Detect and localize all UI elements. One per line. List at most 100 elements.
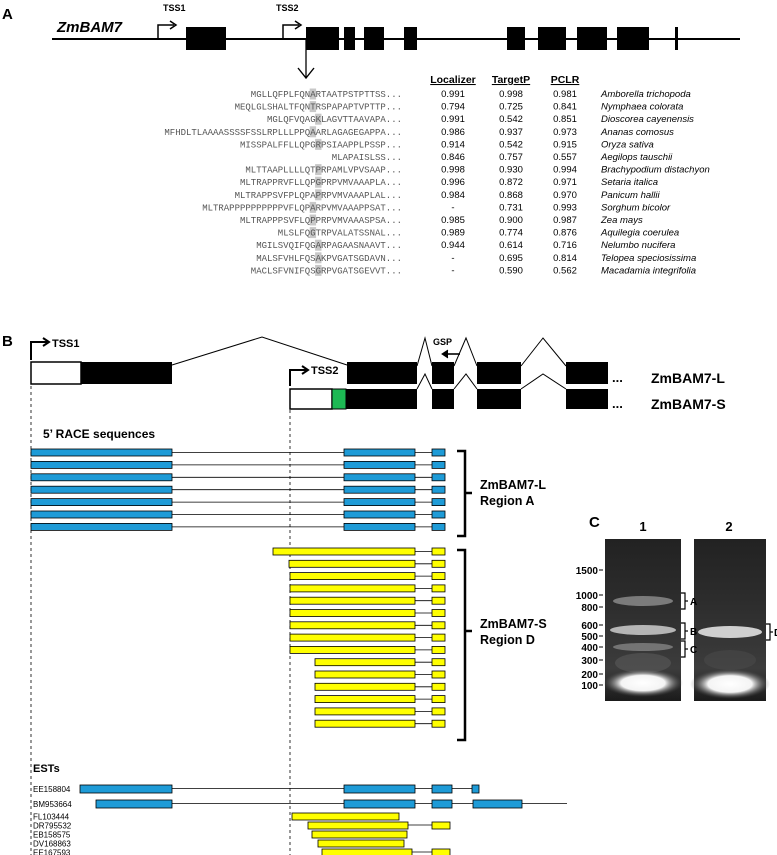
localizer-score: - (451, 202, 454, 213)
localizer-score: 0.984 (441, 190, 465, 201)
pclr-score: 0.987 (553, 215, 577, 226)
targetp-score: 0.725 (499, 102, 523, 113)
cleavage-site-highlight (315, 189, 322, 201)
gsp-label: GSP (433, 337, 452, 347)
band-b-label: B (690, 627, 697, 638)
gel-lane-1 (603, 539, 683, 701)
race-reads-s (272, 547, 446, 728)
species-name: Macadamia integrifolia (601, 265, 696, 276)
race-read (30, 485, 446, 494)
targetp-score: 0.542 (499, 114, 523, 125)
localizer-score: 0.944 (441, 240, 465, 251)
ellipsis-l: ... (612, 370, 623, 385)
protein-sequence: MLTRAPPRVFLLQPGPRPVMVAAAPLA... (240, 178, 402, 188)
pclr-score: 0.993 (553, 202, 577, 213)
race-read (314, 658, 446, 667)
tss1-label: TSS1 (163, 3, 186, 13)
exon-box (566, 389, 608, 409)
pclr-score: 0.841 (553, 102, 577, 113)
protein-sequence: MLTTAAPLLLLQTPRPAMLVPVSAAP... (245, 166, 402, 176)
est-id: DR795532 (33, 822, 72, 831)
cleavage-site-highlight (309, 201, 317, 213)
start-codon-box (331, 388, 347, 410)
protein-sequence: MISSPALFFLLQPGRPSIAAPPLPSSP... (240, 140, 402, 150)
exon-set (186, 27, 678, 50)
ladder-size-label: 100 (581, 681, 598, 692)
band-a-label: A (690, 597, 697, 608)
pclr-score: 0.971 (553, 177, 577, 188)
race-read (314, 670, 446, 679)
localizer-score: 0.989 (441, 228, 465, 239)
utr-box (289, 388, 333, 410)
header-targetp: TargetP (492, 74, 530, 86)
protein-sequence: MGILSVQIFQGARPAGAASNAAVT... (256, 241, 402, 251)
exon-box (404, 27, 417, 50)
pclr-score: 0.915 (553, 139, 577, 150)
race-read (272, 547, 446, 556)
exon-box (577, 27, 607, 50)
lane-1-label: 1 (639, 519, 646, 534)
est-row: EE167593 (33, 849, 451, 855)
est-id: BM953664 (33, 800, 72, 809)
ladder-size-label: 200 (581, 670, 598, 681)
targetp-score: 0.998 (499, 89, 523, 100)
exon-box (507, 27, 525, 50)
localizer-score: 0.998 (441, 165, 465, 176)
race-read (289, 633, 446, 642)
race-read (30, 473, 446, 482)
gel-lane-2 (690, 539, 770, 701)
pclr-score: 0.876 (553, 228, 577, 239)
isoform-l-label: ZmBAM7-L (651, 370, 725, 386)
pclr-score: 0.814 (553, 253, 577, 264)
localizer-score: 0.986 (441, 127, 465, 138)
race-read (30, 523, 446, 531)
cleavage-site-highlight (315, 176, 322, 188)
targetp-score: 0.695 (499, 253, 523, 264)
region-d-line2: Region D (480, 633, 535, 647)
ellipsis-s: ... (612, 396, 623, 411)
exon-box (477, 362, 521, 384)
targetp-score: 0.757 (499, 152, 523, 163)
tss1-arrow-icon (157, 24, 174, 38)
exon-box (186, 27, 226, 50)
est-row: EB158575 (33, 831, 408, 840)
exon-box (364, 27, 384, 50)
header-pclr: PCLR (551, 74, 580, 86)
exon-box (344, 27, 355, 50)
protein-sequence: MGLQFVQAGKLAGVTTAAVAPA... (267, 115, 402, 125)
localizer-score: 0.991 (441, 114, 465, 125)
pclr-score: 0.851 (553, 114, 577, 125)
localizer-score: 0.985 (441, 215, 465, 226)
protein-sequence: MACLSFVNIFQSGRPVGATSGEVVT... (251, 266, 402, 276)
exon-box (432, 389, 454, 409)
targetp-score: 0.731 (499, 202, 523, 213)
race-read (314, 719, 446, 728)
race-read (289, 572, 446, 580)
ladder-size-label: 1000 (576, 591, 599, 602)
race-read (289, 596, 446, 605)
species-name: Dioscorea cayenensis (601, 114, 694, 125)
band-c-label: C (690, 645, 697, 656)
est-id: EE158804 (33, 785, 71, 794)
race-read (314, 707, 446, 716)
isoform-s-label: ZmBAM7-S (651, 396, 726, 412)
exon-box (566, 362, 608, 384)
race-reads-l (30, 448, 446, 531)
cleavage-site-highlight (309, 88, 317, 100)
est-row: BM953664 (33, 799, 567, 809)
species-name: Brachypodium distachyon (601, 165, 710, 176)
ladder-size-label: 800 (581, 603, 598, 614)
localizer-score: 0.914 (441, 139, 465, 150)
region-a-line2: Region A (480, 494, 534, 508)
ladder-size-label: 400 (581, 643, 598, 654)
ladder-size-label: 600 (581, 621, 598, 632)
race-read (289, 584, 446, 593)
localizer-score: 0.996 (441, 177, 465, 188)
protein-sequence: MLSLFQGTRPVALATSSNAL... (278, 229, 402, 239)
protein-sequence: MLTRAPPSVFPLQPAPRPVMVAAAPLAL... (235, 191, 402, 201)
cleavage-site-highlight (309, 227, 317, 239)
exon-box (432, 362, 454, 384)
species-name: Telopea speciosissima (601, 253, 696, 264)
species-name: Amborella trichopoda (600, 89, 691, 100)
